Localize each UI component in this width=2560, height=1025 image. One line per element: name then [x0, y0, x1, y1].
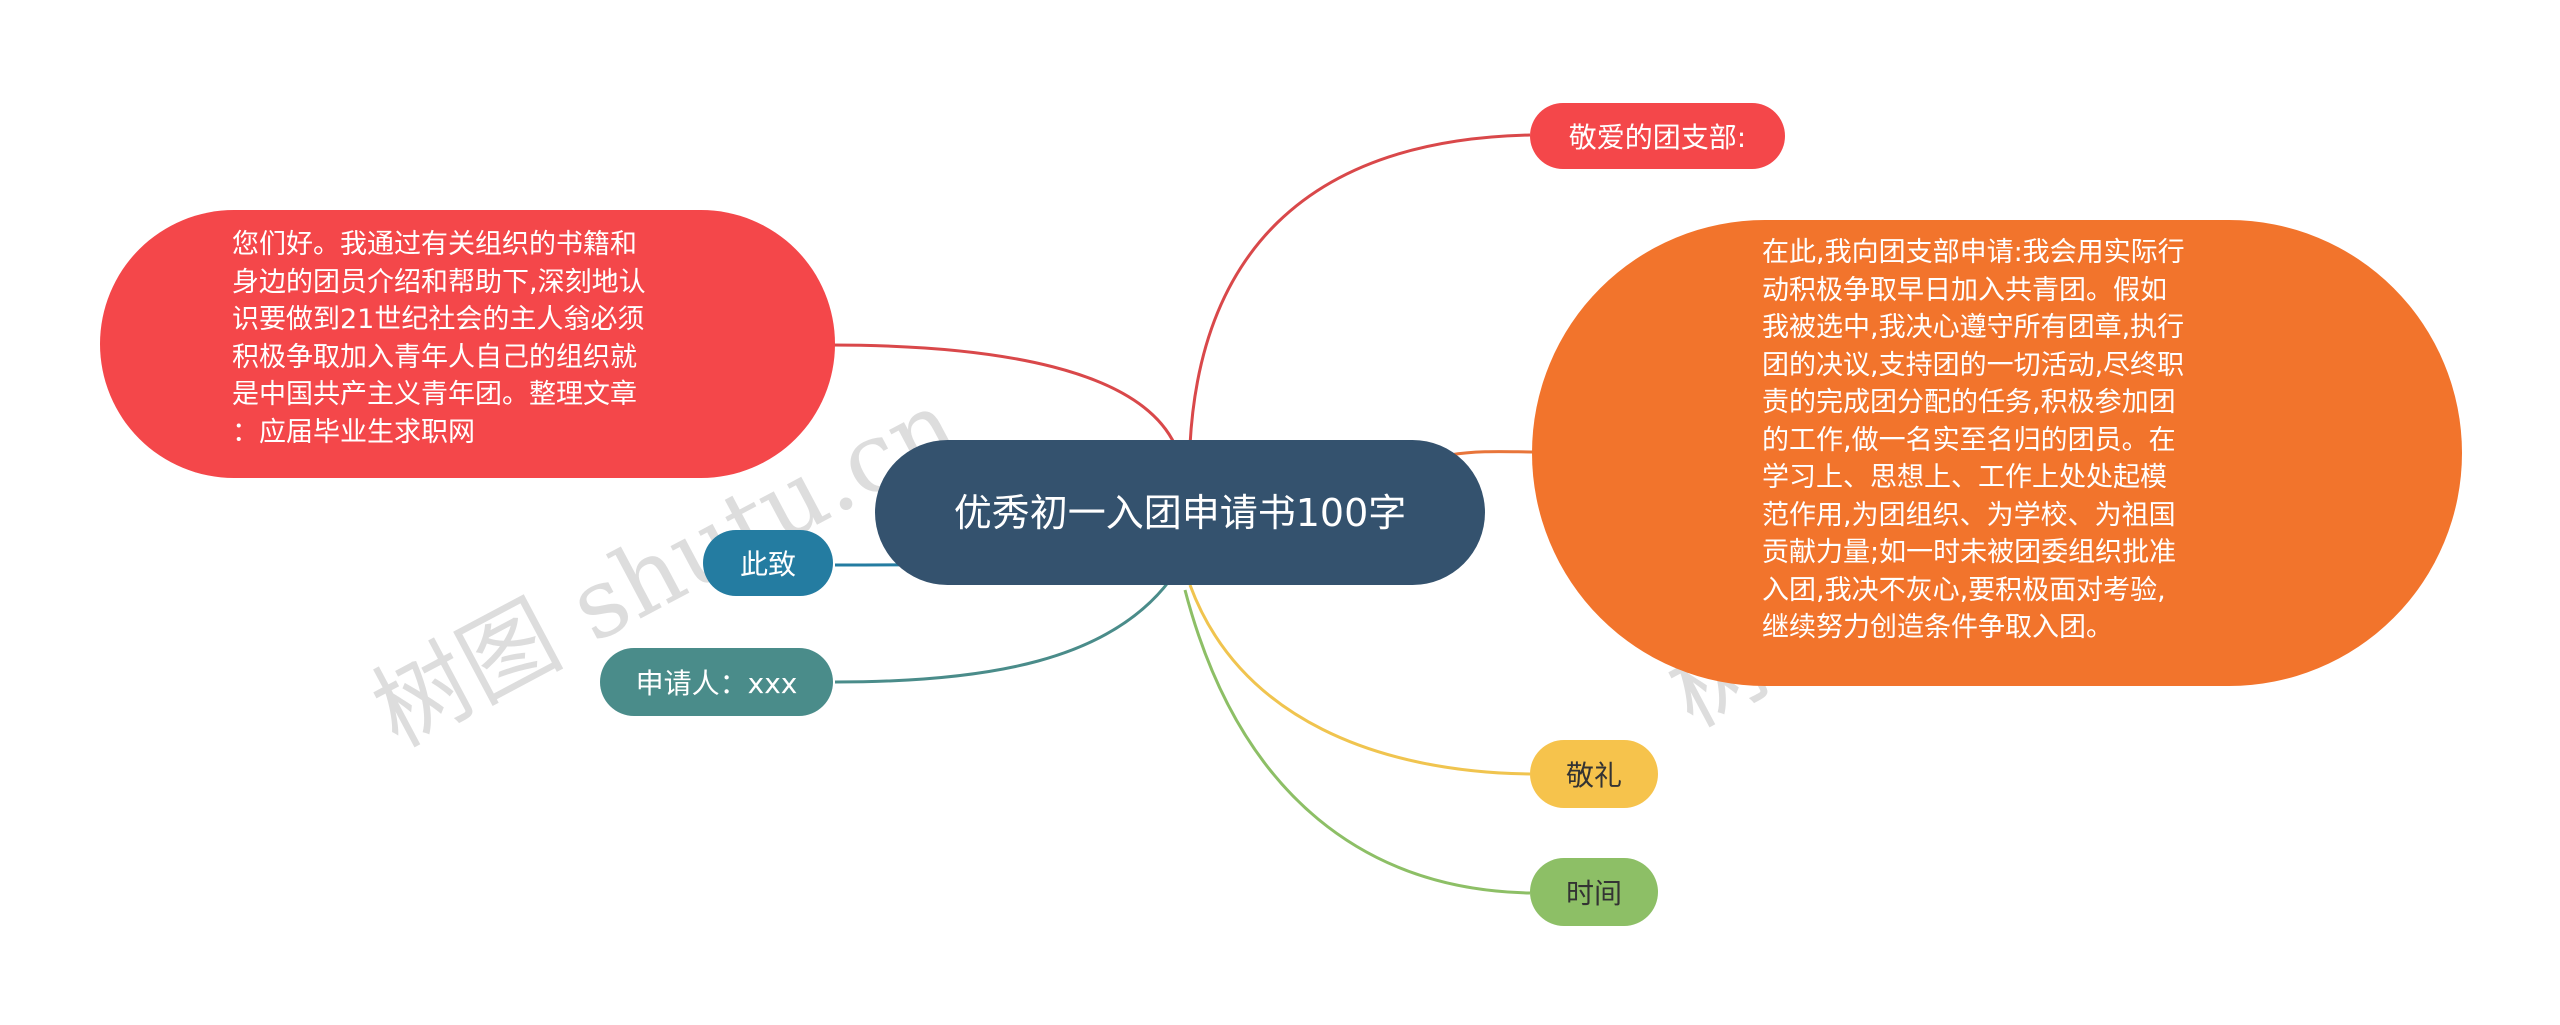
node-intro-text: 您们好。我通过有关组织的书籍和 身边的团员介绍和帮助下,深刻地认 识要做到21世… [232, 229, 646, 448]
node-cizhi-label: 此致 [739, 548, 796, 581]
central-topic-label: 优秀初一入团申请书100字 [953, 490, 1407, 535]
node-time[interactable]: 时间 [1530, 858, 1658, 926]
connector-applicant [834, 579, 1172, 684]
node-greeting-target-label: 敬爱的团支部: [1568, 121, 1747, 154]
node-applicant-label: 申请人：xxx [635, 667, 798, 700]
connector-time [1183, 589, 1531, 895]
connector-intro [829, 343, 1177, 446]
node-intro[interactable]: 您们好。我通过有关组织的书籍和 身边的团员介绍和帮助下,深刻地认 识要做到21世… [100, 210, 835, 478]
central-topic[interactable]: 优秀初一入团申请书100字 [875, 440, 1485, 585]
connector-application [1449, 450, 1536, 457]
node-jingli-label: 敬礼 [1565, 759, 1622, 792]
node-application[interactable]: 在此,我向团支部申请:我会用实际行 动积极争取早日加入共青团。假如 我被选中,我… [1532, 220, 2462, 686]
node-time-label: 时间 [1565, 877, 1622, 910]
node-cizhi[interactable]: 此致 [703, 530, 833, 596]
connector-greeting [1188, 133, 1531, 446]
node-application-text: 在此,我向团支部申请:我会用实际行 动积极争取早日加入共青团。假如 我被选中,我… [1762, 237, 2185, 643]
connector-jingli [1188, 584, 1531, 776]
node-jingli[interactable]: 敬礼 [1530, 740, 1658, 808]
node-applicant[interactable]: 申请人：xxx [600, 648, 833, 716]
node-greeting-target[interactable]: 敬爱的团支部: [1530, 103, 1785, 169]
